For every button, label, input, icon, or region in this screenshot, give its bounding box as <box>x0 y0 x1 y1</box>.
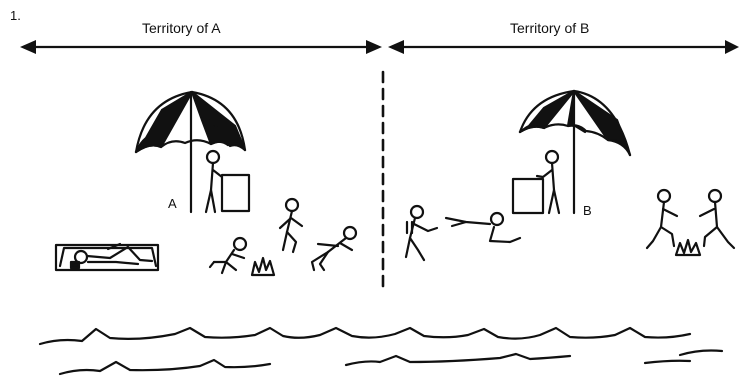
cooler-a <box>222 175 249 211</box>
leaning-person-a <box>312 227 356 270</box>
sitting-person-a <box>280 199 302 252</box>
sunbather-on-towel <box>56 244 158 270</box>
territory-b-arrow <box>388 40 739 54</box>
owner-a-label: A <box>168 196 177 212</box>
territory-a-label: Territory of A <box>142 20 221 36</box>
kneeling-person-b <box>406 206 437 260</box>
territory-a-arrow <box>20 40 382 54</box>
cooler-b <box>513 179 543 213</box>
figure-number: 1. <box>10 8 21 24</box>
sandcastle-b <box>676 240 700 255</box>
sandcastle-a <box>252 258 274 275</box>
owner-b-label: B <box>583 203 592 219</box>
lying-person-b <box>446 213 520 242</box>
territory-b-label: Territory of B <box>510 20 589 36</box>
ocean-waves <box>40 328 722 374</box>
sitting-pair-b <box>647 190 734 248</box>
crouching-child-a <box>210 238 246 273</box>
